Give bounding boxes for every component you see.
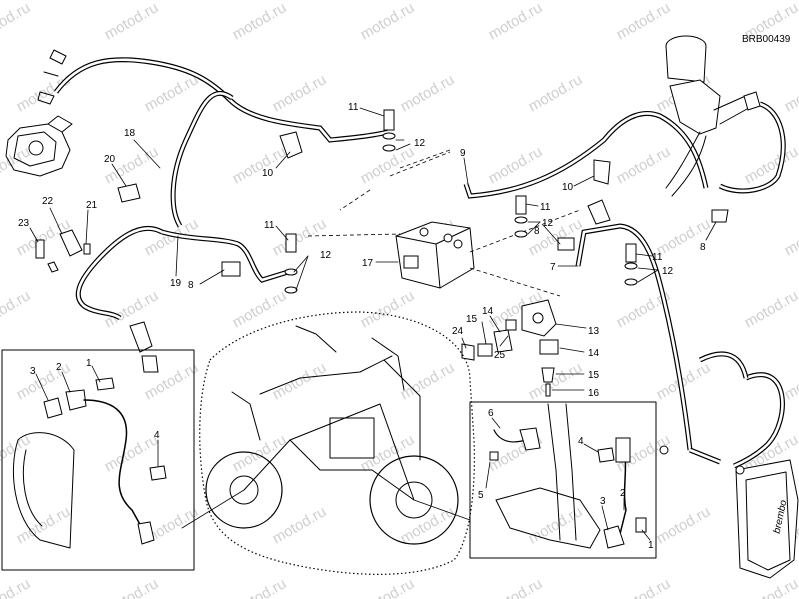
- callout-15-a: 15: [466, 314, 478, 325]
- watermark-text: motod.ru: [230, 143, 290, 187]
- watermark-text: motod.ru: [614, 143, 674, 187]
- front-brake-master-cylinder: [665, 35, 761, 197]
- callout-24: 24: [452, 326, 464, 337]
- watermark-text: motod.ru: [526, 71, 586, 115]
- callout-10-b: 10: [562, 182, 574, 193]
- rear-wheel-speed-sensor-inset: [1, 349, 195, 571]
- watermark-text: motod.ru: [782, 215, 799, 259]
- watermark-text: motod.ru: [398, 359, 458, 403]
- watermark-text: motod.ru: [102, 0, 162, 43]
- banjo-bolts-and-washers: [284, 109, 638, 294]
- callout-11-b: 11: [264, 220, 275, 231]
- callout-6-right: 6: [488, 408, 494, 419]
- callout-7: 7: [550, 262, 556, 273]
- callout-18: 18: [124, 128, 136, 139]
- callout-3-right: 3: [600, 496, 606, 507]
- watermark-text: motod.ru: [486, 575, 546, 599]
- front-brake-caliper: brembo: [659, 445, 799, 579]
- watermark-text: motod.ru: [486, 0, 546, 43]
- callout-15-b: 15: [588, 370, 600, 381]
- callout-2-left: 2: [56, 362, 62, 373]
- watermark-text: motod.ru: [358, 0, 418, 43]
- callout-14-a: 14: [482, 306, 494, 317]
- watermark-text: motod.ru: [142, 71, 202, 115]
- brake-hoses: [54, 57, 786, 469]
- watermark-text: motod.ru: [742, 287, 799, 331]
- callout-8-a: 8: [188, 280, 194, 291]
- front-wheel-speed-sensor-inset: [469, 401, 657, 559]
- reference-code: BRB00439: [742, 34, 791, 45]
- callout-12-b: 12: [320, 250, 332, 261]
- watermark-text: motod.ru: [398, 503, 458, 547]
- callout-4-left: 4: [154, 430, 160, 441]
- callout-21: 21: [86, 200, 98, 211]
- callout-12-c: 12: [542, 218, 554, 229]
- callout-19: 19: [170, 278, 182, 289]
- callout-10-a: 10: [262, 168, 274, 179]
- watermark-text: motod.ru: [358, 431, 418, 475]
- watermark-text: motod.ru: [270, 359, 330, 403]
- watermark-text: motod.ru: [270, 503, 330, 547]
- callout-5-right: 5: [478, 490, 484, 501]
- banjo-bolt-top-left: [37, 49, 67, 105]
- callout-23: 23: [18, 218, 30, 229]
- callout-8-b: 8: [534, 226, 540, 237]
- callout-16: 16: [588, 388, 600, 399]
- callout-14-b: 14: [588, 348, 600, 359]
- watermark-text: motod.ru: [0, 287, 33, 331]
- watermark-text: motod.ru: [614, 575, 674, 599]
- callout-12-a: 12: [414, 138, 426, 149]
- abs-guide-lines: [307, 149, 581, 297]
- callout-2-right: 2: [620, 488, 626, 499]
- callout-13: 13: [588, 326, 600, 337]
- watermark-text: motod.ru: [230, 575, 290, 599]
- watermark-text: motod.ru: [654, 503, 714, 547]
- callout-11-c: 11: [540, 202, 551, 213]
- callout-1-left: 1: [86, 358, 92, 369]
- watermark-text: motod.ru: [102, 287, 162, 331]
- callout-9: 9: [460, 148, 466, 159]
- rear-sensor-parts: [35, 183, 159, 373]
- callout-20: 20: [104, 154, 116, 165]
- watermark-text: motod.ru: [742, 575, 799, 599]
- motorcycle-overview: [181, 311, 475, 575]
- callout-8-c: 8: [700, 242, 706, 253]
- callout-12-d: 12: [662, 266, 674, 277]
- callout-11-a: 11: [348, 102, 359, 113]
- brackets: [221, 131, 729, 277]
- watermark-text: motod.ru: [0, 431, 33, 475]
- watermark-text: motod.ru: [230, 0, 290, 43]
- watermark-text: motod.ru: [14, 359, 74, 403]
- watermark-text: motod.ru: [270, 71, 330, 115]
- callout-3-left: 3: [30, 366, 36, 377]
- callout-17: 17: [362, 258, 374, 269]
- watermark-text: motod.ru: [358, 575, 418, 599]
- callout-1-right: 1: [648, 540, 654, 551]
- watermark-text: motod.ru: [526, 359, 586, 403]
- callout-25: 25: [494, 350, 506, 361]
- watermark-text: motod.ru: [0, 575, 33, 599]
- callout-labels: 1 2 3 4 7 8 8 8 9 10 10 11 11 11 11 12 1…: [18, 102, 706, 551]
- watermark-text: motod.ru: [782, 71, 799, 115]
- abs-modulator-unit: [395, 221, 475, 289]
- watermark-text: motod.ru: [742, 143, 799, 187]
- watermark-text: motod.ru: [358, 287, 418, 331]
- callout-22: 22: [42, 196, 54, 207]
- watermark-text: motod.ru: [398, 71, 458, 115]
- watermark-text: motod.ru: [614, 0, 674, 43]
- leader-lines: [29, 107, 717, 541]
- abs-mount-hardware: [461, 299, 559, 397]
- watermark-text: motod.ru: [0, 0, 33, 43]
- callout-11-d: 11: [652, 252, 663, 263]
- watermark-text: motod.ru: [230, 287, 290, 331]
- rear-caliper-top-left: [5, 115, 73, 177]
- watermark-text: motod.ru: [102, 143, 162, 187]
- callout-4-right: 4: [578, 436, 584, 447]
- watermark-text: motod.ru: [102, 575, 162, 599]
